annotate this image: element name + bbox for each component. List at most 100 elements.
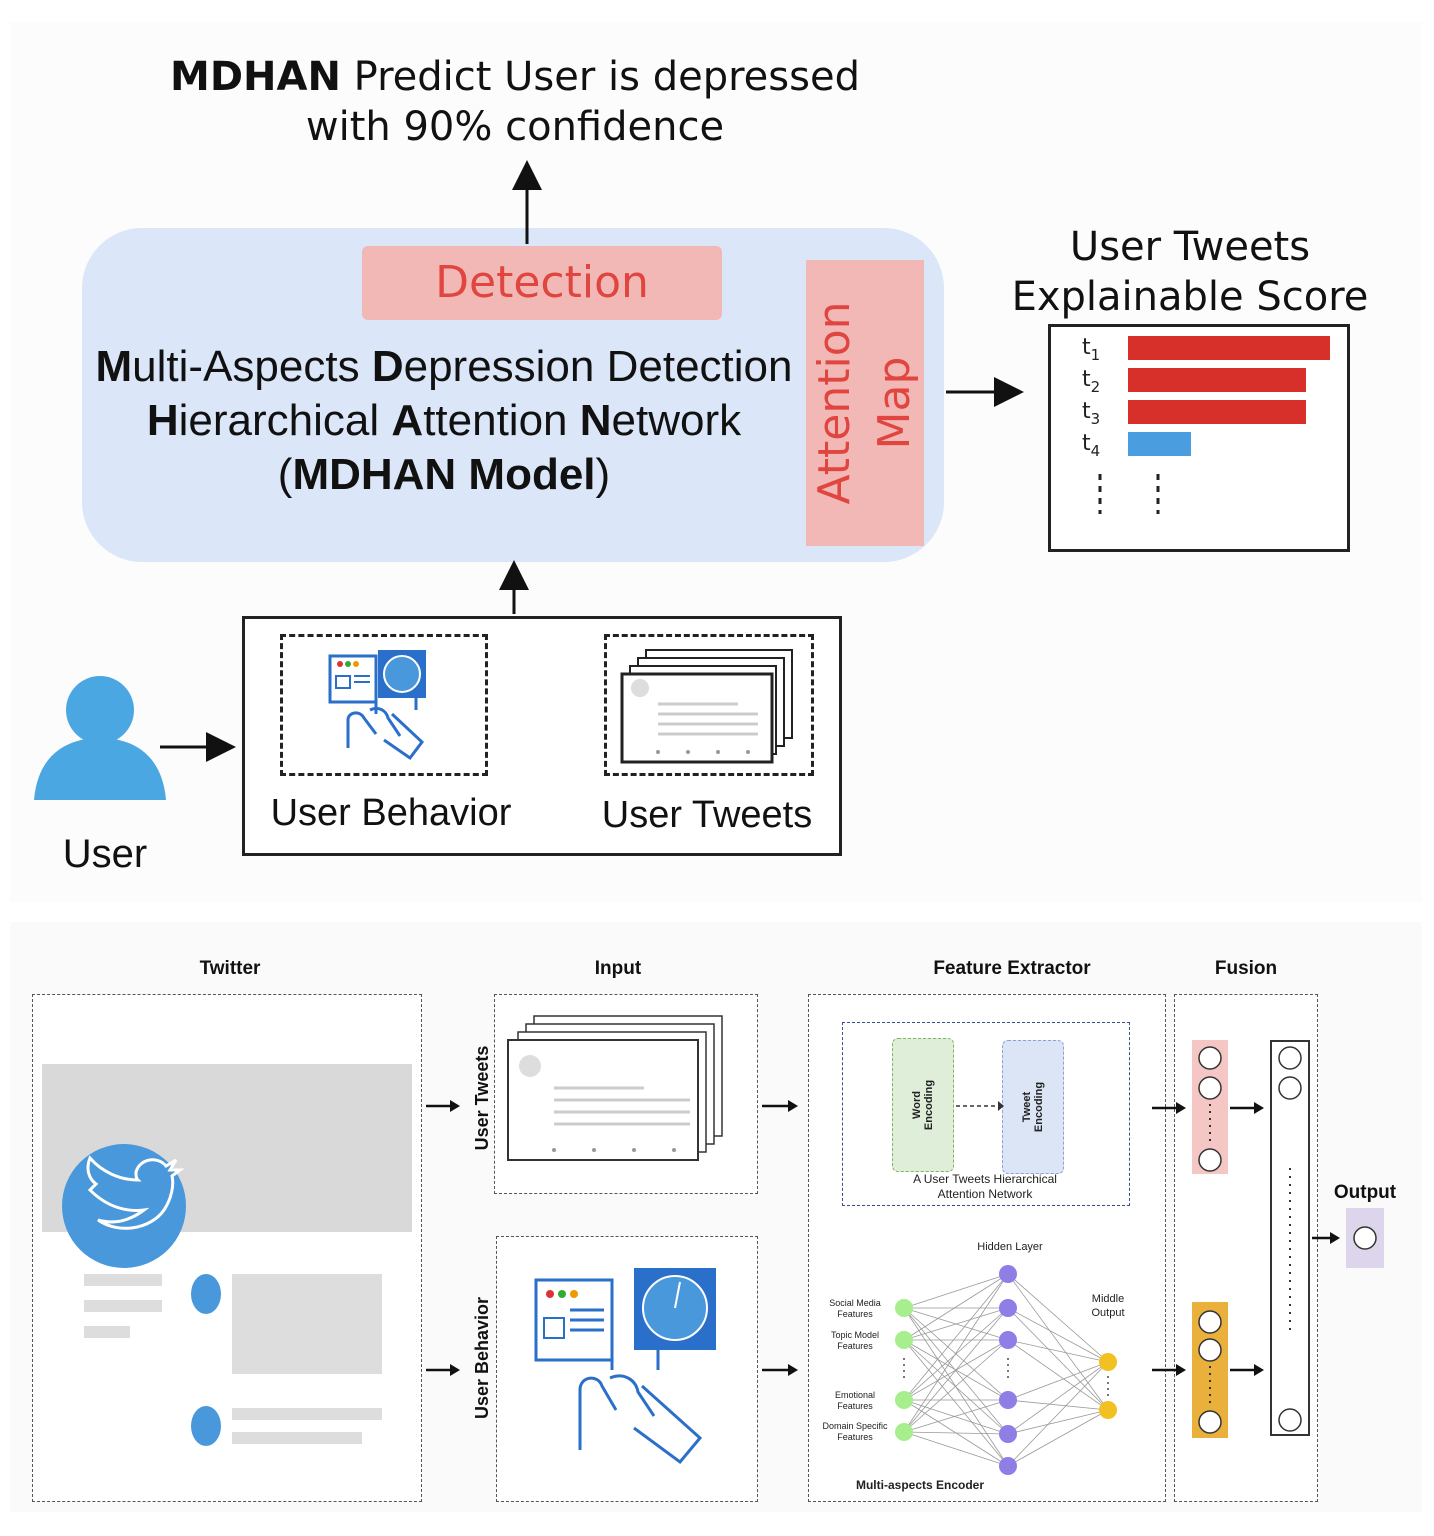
score-label-sub-4: 4: [1091, 442, 1101, 460]
fusion-pink-node-3: [1198, 1148, 1222, 1172]
nn-edge: [1007, 1399, 1109, 1411]
scores-title-line-1: User Tweets: [1069, 224, 1311, 270]
twitter-bird-icon: [86, 1155, 185, 1230]
prediction-bold: MDHAN: [170, 54, 341, 100]
prediction-line-1-rest: Predict User is depressed: [340, 54, 860, 100]
han-arrow-head: [998, 1101, 1004, 1111]
han-caption-line-1: A User Tweets Hierarchical: [913, 1172, 1057, 1186]
fusion-orange-node-1: [1198, 1310, 1222, 1334]
tweets-icon: [620, 649, 793, 764]
nn-edge: [903, 1273, 1009, 1309]
input-tweets-label: User Tweets: [601, 794, 813, 836]
behavior-dashed-box: [280, 634, 488, 776]
input-behavior-label: User Behavior: [270, 792, 512, 834]
nn-edge: [1007, 1361, 1109, 1467]
score-bar-2: [1128, 368, 1306, 392]
nn-edge: [903, 1431, 1009, 1467]
nn-edge: [1007, 1361, 1109, 1401]
nn-output-node-2: [1099, 1401, 1117, 1419]
fusion-pink-node-2: [1198, 1076, 1222, 1100]
fusion-concat-node-1: [1278, 1046, 1302, 1070]
user-icon: [34, 676, 166, 800]
twitter-mockup: [42, 1064, 412, 1446]
score-label-sub-3: 3: [1091, 410, 1101, 428]
fusion-pink-node-1: [1198, 1046, 1222, 1070]
score-label-sub-1: 1: [1091, 346, 1101, 364]
model-initial-a: A: [391, 396, 424, 445]
model-paren-close: ): [595, 450, 611, 499]
model-initial-d: D: [371, 342, 404, 391]
prediction-line-1: MDHAN Predict User is depressed: [120, 52, 910, 102]
hidden-layer-label: Hidden Layer: [977, 1241, 1043, 1253]
scores-box: [1048, 324, 1350, 552]
model-line-1: Multi-Aspects Depression Detection: [84, 340, 804, 394]
nn-edge: [903, 1339, 1009, 1467]
nn-input-node-3: [895, 1391, 913, 1409]
bottom-tweets-icon: [507, 1015, 723, 1161]
model-word-3: ierarchical: [178, 396, 392, 445]
nn-output-node-1: [1099, 1353, 1117, 1371]
fusion-orange-node-2: [1198, 1338, 1222, 1362]
arrow-twitter-to-behavior-head: [450, 1364, 460, 1376]
model-word-4: ttention: [423, 396, 580, 445]
model-initial-h: H: [146, 396, 179, 445]
prediction-text: MDHAN Predict User is depressed with 90%…: [120, 52, 910, 152]
top-arrows: [160, 160, 1024, 762]
nn-edge: [903, 1273, 1009, 1433]
encoder-caption: Multi-aspects Encoder: [855, 1478, 985, 1492]
section-twitter: Twitter: [199, 958, 261, 979]
fusion-concat-node-2: [1278, 1076, 1302, 1100]
encoder-input-3-line-2: Features: [837, 1401, 873, 1411]
model-word-2: epression Detection: [403, 342, 793, 391]
nn-hidden-node-6: [999, 1457, 1017, 1475]
nn-hidden-node-4: [999, 1391, 1017, 1409]
encoder-input-2-line-1: Topic Model: [830, 1330, 880, 1340]
han-frame: [842, 1022, 1130, 1206]
scores-title: User Tweets Explainable Score: [990, 222, 1390, 322]
tweets-dashed-box: [604, 634, 814, 776]
han-caption-line-2: Attention Network: [937, 1187, 1033, 1201]
encoder-input-2-line-2: Features: [837, 1341, 873, 1351]
score-bar-1: [1128, 336, 1330, 360]
nn-edge: [903, 1399, 1009, 1433]
arrow-twitter-to-tweets-head: [450, 1100, 460, 1112]
arrow-han-to-fusion-head: [1176, 1102, 1186, 1114]
nn-input-node-1: [895, 1299, 913, 1317]
middle-output-label: Middle Output: [1068, 1292, 1148, 1320]
model-paren-open: (: [277, 450, 293, 499]
section-feature-extractor: Feature Extractor: [933, 958, 1091, 979]
section-input: Input: [594, 958, 642, 979]
model-initial-m: M: [95, 342, 133, 391]
model-name: Multi-Aspects Depression Detection Hiera…: [84, 340, 804, 502]
arrow-encoder-to-fusion-head: [1176, 1364, 1186, 1376]
middle-output-line-1: Middle: [1091, 1293, 1125, 1305]
nn-input-node-4: [895, 1423, 913, 1441]
behavior-icon: [328, 650, 426, 761]
nn-edge: [903, 1307, 1009, 1401]
nn-hidden-node-1: [999, 1265, 1017, 1283]
nn-edge: [1007, 1273, 1109, 1363]
nn-hidden-node-3: [999, 1331, 1017, 1349]
middle-output-line-2: Output: [1091, 1307, 1125, 1319]
nn-edge: [903, 1431, 1009, 1435]
section-fusion: Fusion: [1214, 958, 1278, 979]
nn-edge: [1007, 1273, 1109, 1411]
nn-edge: [1007, 1409, 1109, 1467]
score-bar-4: [1128, 432, 1191, 456]
score-label-sub-2: 2: [1091, 378, 1101, 396]
score-bar-3: [1128, 400, 1306, 424]
arrow-tweets-to-extractor-head: [788, 1100, 798, 1112]
attention-map-box: Attention Map: [806, 260, 924, 546]
nn-edge: [1007, 1339, 1109, 1363]
nn-edge: [903, 1307, 1009, 1341]
nn-edge: [1007, 1307, 1109, 1411]
model-initial-n: N: [579, 396, 612, 445]
word-encoding-box: Word Encoding: [892, 1038, 954, 1172]
detection-label: Detection: [435, 257, 649, 308]
nn-edge: [1007, 1339, 1109, 1411]
nn-edge: [1007, 1307, 1109, 1363]
